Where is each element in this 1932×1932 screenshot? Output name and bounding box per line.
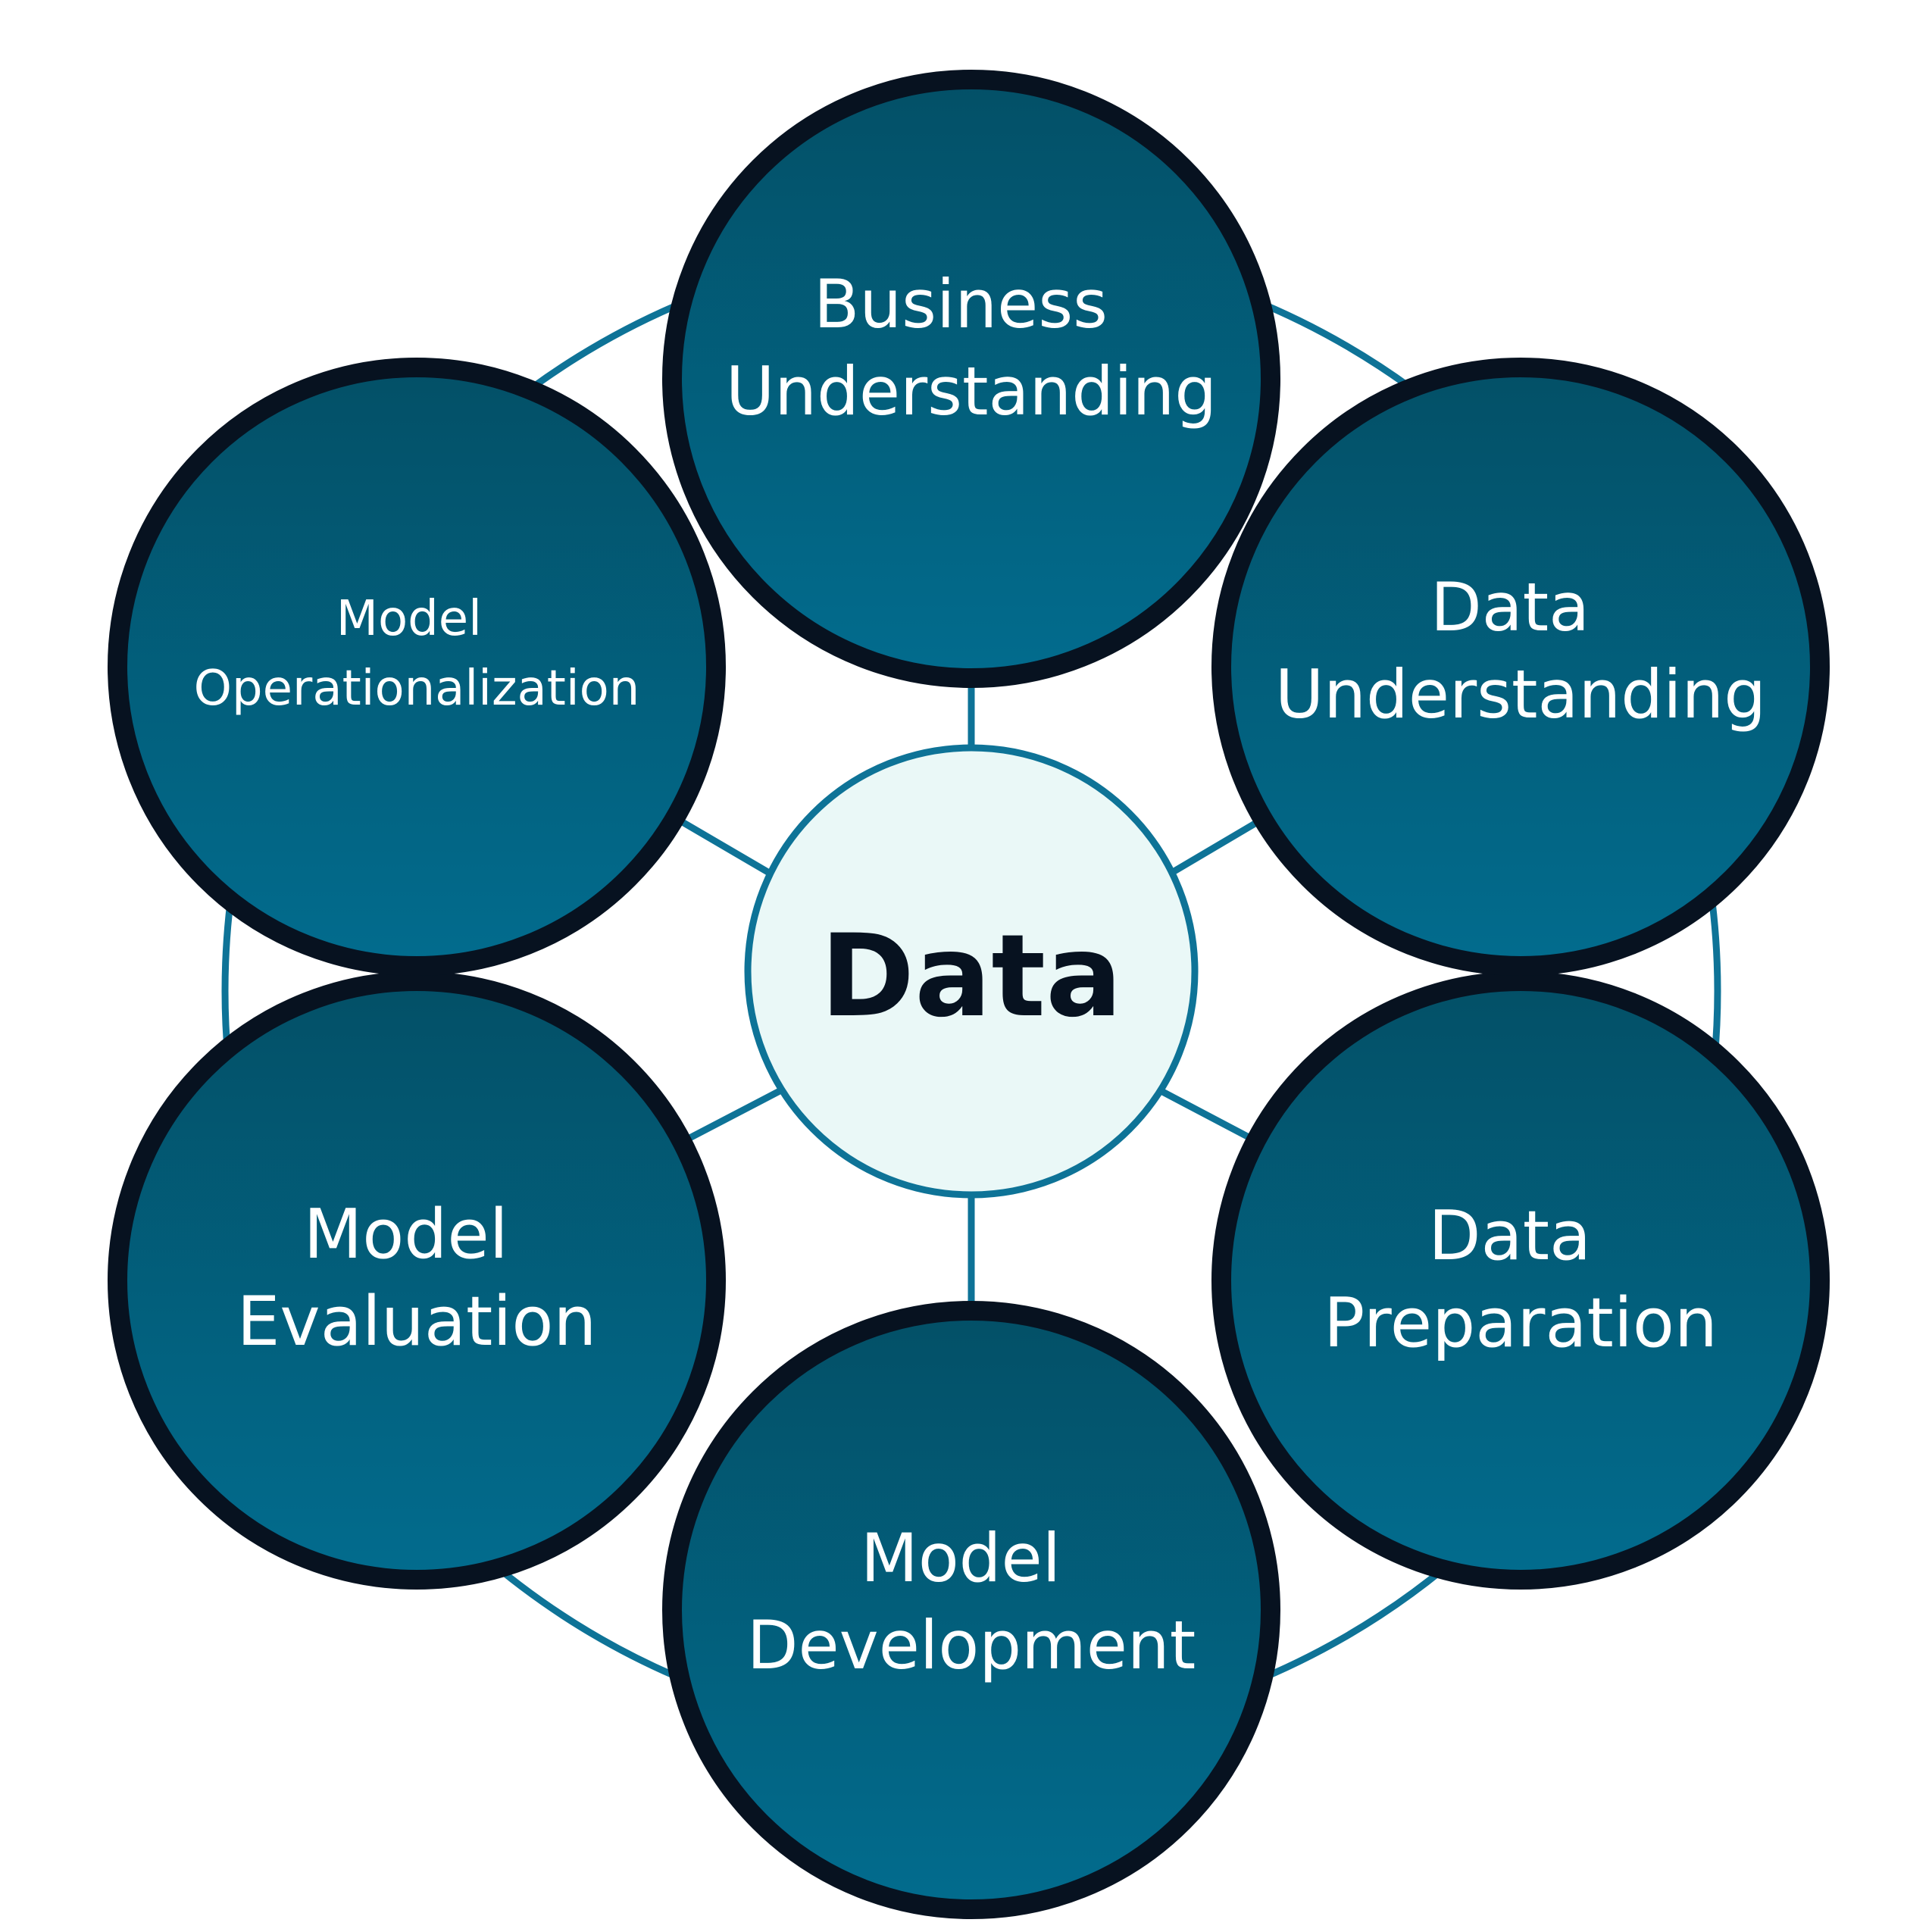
node-circle [662,70,1280,688]
node-model-operationalization-line-1: Model [336,591,482,647]
node-data-preparation: Data Preparation [1211,971,1830,1590]
node-model-evaluation: Model Evaluation [108,971,726,1590]
node-data-understanding: Data Understanding [1211,358,1830,976]
node-business-understanding-line-2: Understanding [726,352,1217,430]
node-circle [108,358,726,976]
svg-text:Model Development: Model Development [747,1519,1196,1684]
svg-text:Model Evaluation: Model Evaluation [237,1195,597,1361]
node-model-operationalization-line-2: Operationalization [194,661,640,717]
node-data-preparation-line-2: Preparation [1324,1283,1718,1363]
node-circle [1211,971,1830,1590]
node-data-preparation-line-1: Data [1428,1196,1591,1276]
svg-text:Data Preparation: Data Preparation [1324,1196,1718,1363]
node-business-understanding: Business Understanding [662,70,1280,688]
node-circle [662,1301,1280,1919]
node-model-development-line-2: Development [747,1606,1196,1684]
svg-text:Business Understanding: Business Understanding [726,265,1217,430]
svg-text:Data Understanding: Data Understanding [1275,568,1766,733]
center-hub: Data [744,744,1199,1199]
node-model-evaluation-line-1: Model [304,1195,508,1274]
node-model-evaluation-line-2: Evaluation [237,1282,597,1361]
node-model-operationalization: Model Operationalization [108,358,726,976]
node-circle [108,971,726,1590]
center-circle [744,744,1199,1199]
node-data-understanding-line-1: Data [1430,568,1590,646]
svg-text:Model Operationalization: Model Operationalization [194,591,640,717]
center-label: Data [821,911,1123,1043]
node-data-understanding-line-2: Understanding [1275,655,1766,733]
node-model-development: Model Development [662,1301,1280,1919]
node-business-understanding-line-1: Business [814,265,1108,343]
node-circle [1211,358,1830,976]
node-model-development-line-1: Model [861,1519,1061,1597]
